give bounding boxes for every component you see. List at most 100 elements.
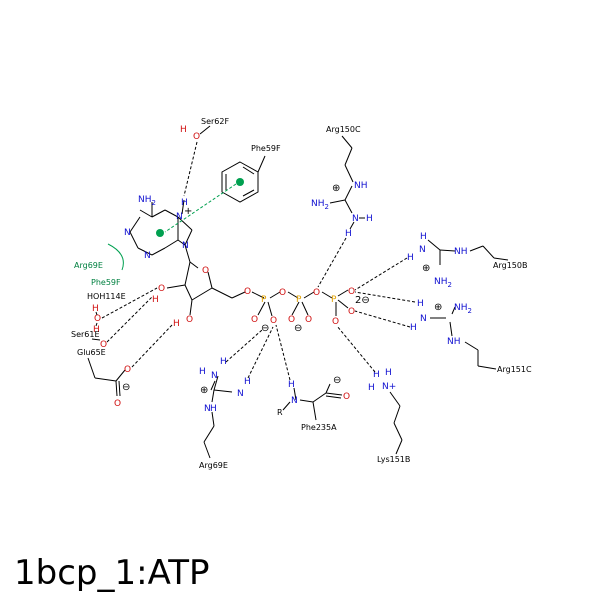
hbond-arg151c-2 — [354, 310, 411, 328]
lys151b-sidechain — [389, 391, 403, 455]
phe235a-h-label: H — [288, 380, 295, 390]
page-title: 1bcp_1:ATP — [14, 553, 210, 593]
arg150c-nh-label: NH — [354, 181, 368, 191]
green-dot-icon — [156, 229, 164, 237]
beta-oxygen-1: O — [288, 315, 295, 325]
ser62f-oxygen: O — [193, 132, 200, 142]
phe59f-ring — [221, 155, 266, 203]
green-dot-icon — [236, 178, 244, 186]
phe235a-n-label: N — [291, 396, 298, 406]
hbond-phe235a — [275, 324, 291, 381]
arg151c-nh2-label: NH2 — [454, 303, 472, 315]
ser62f-hydrogen: H — [180, 125, 187, 135]
arg151c-h-left: H — [410, 323, 417, 333]
residue-label-phe59f: Phe59F — [251, 144, 281, 153]
residue-label-phe59f-green: Phe59F — [91, 278, 121, 287]
adenine-n7-hydrogen-label: H — [181, 198, 188, 208]
arg69e-h-left: H — [199, 367, 206, 377]
gamma-oxygen-2: O — [348, 307, 355, 317]
arg69e-n-mid: N — [204, 404, 211, 414]
hbond-ser62f-n7 — [183, 141, 198, 197]
beta-oxygen-2: O — [305, 315, 312, 325]
gamma-oxygen-3: O — [332, 317, 339, 327]
arg150b-sidechain — [427, 239, 509, 265]
ribose-5-oxygen: O — [244, 287, 251, 297]
arg150c-nh-bond2 — [349, 221, 355, 230]
residue-label-lys151b: Lys151B — [377, 455, 410, 464]
ribose-group — [166, 261, 246, 316]
ribose-2-hydrogen: H — [152, 295, 159, 305]
arg69e-h-top: H — [220, 357, 227, 367]
circled-minus-icon: ⊖ — [261, 323, 269, 334]
water-oxygen: O — [94, 314, 101, 324]
water-bond-2 — [95, 322, 98, 327]
glu65e-sidechain — [87, 357, 126, 397]
lys151b-h-bottom: H — [368, 383, 375, 393]
hbond-water-ribose — [101, 287, 158, 319]
arg150c-nh2-label: NH2 — [311, 199, 329, 211]
phe235a-oxygen: O — [343, 392, 350, 402]
arg69e-n-right: N — [237, 389, 244, 399]
gamma-oxygen-1: O — [348, 287, 355, 297]
bridge-oxygen-bg: O — [313, 288, 320, 298]
glu65e-oxygen-2: O — [114, 399, 121, 409]
adenine-n9-label: N — [182, 241, 189, 251]
hbond-arg69e-1 — [225, 329, 263, 363]
adenine-n1-label: N — [124, 228, 131, 238]
arg69e-sidechain — [203, 375, 233, 459]
arg150b-h-top: H — [420, 232, 427, 242]
residue-label-arg69e: Arg69E — [199, 461, 228, 470]
phosphorus-beta: P — [296, 295, 302, 305]
adenine-n7-label: N — [176, 212, 183, 222]
arg151c-h-top: H — [417, 299, 424, 309]
adenine-amine-label: NH2 — [138, 195, 156, 207]
hbond-ser61e — [106, 296, 153, 343]
residue-label-glu65e: Glu65E — [77, 348, 106, 357]
lys151b-n-label: N+ — [382, 382, 396, 392]
ribose-3-oxygen: O — [186, 315, 193, 325]
adenine-n3-label: N — [144, 251, 151, 261]
phosphorus-gamma: P — [331, 295, 337, 305]
residue-label-ser61e: Ser61E — [71, 330, 100, 339]
circled-plus-icon: ⊕ — [422, 263, 430, 274]
residue-label-hoh114e: HOH114E — [87, 292, 126, 301]
adenine-plus-charge: + — [184, 206, 192, 217]
arg150c-n-label: N — [352, 214, 359, 224]
alpha-oxygen-2: O — [270, 316, 277, 326]
residue-label-ser62f: Ser62F — [201, 117, 229, 126]
circled-plus-icon: ⊕ — [200, 385, 208, 396]
ribose-3-hydrogen: H — [173, 319, 180, 329]
ser62f-bond — [199, 125, 211, 135]
arg150c-h-right: H — [366, 214, 373, 224]
hbond-arg69e-2 — [247, 326, 274, 379]
hbond-arg150c — [317, 237, 347, 288]
arg69e-h-right: H — [244, 377, 251, 387]
arg151c-n-label: N — [420, 314, 427, 324]
hbond-arg150b — [354, 257, 408, 291]
water-hydrogen-2: H — [93, 325, 100, 335]
arg151c-sidechain — [430, 306, 497, 370]
residue-label-phe235a: Phe235A — [301, 423, 337, 432]
phosphorus-alpha: P — [261, 295, 267, 305]
phe235a-backbone — [282, 383, 343, 421]
arg150b-nh-label: NH — [454, 247, 468, 257]
glu65e-oxygen-1: O — [124, 365, 131, 375]
arg69e-h-mid: H — [210, 404, 217, 414]
water-bond-1 — [95, 311, 98, 316]
water-hydrogen-1: H — [92, 304, 99, 314]
pi-stack-phe59f — [164, 183, 237, 233]
hbond-arg151c-1 — [354, 291, 416, 303]
phosphate-chain — [251, 289, 349, 317]
phe235a-r-label: R — [277, 408, 283, 417]
circled-minus-icon: ⊖ — [122, 382, 130, 393]
residue-label-arg150b: Arg150B — [493, 261, 527, 270]
adenine-group — [129, 199, 193, 263]
arg150c-h-down: H — [345, 229, 352, 239]
hbond-glu65e — [131, 324, 173, 368]
alpha-oxygen-1: O — [251, 315, 258, 325]
arg150c-sidechain — [329, 135, 354, 214]
bridge-oxygen-ab: O — [279, 288, 286, 298]
ser61e-oxygen: O — [100, 340, 107, 350]
residue-label-arg151c: Arg151C — [497, 365, 532, 374]
